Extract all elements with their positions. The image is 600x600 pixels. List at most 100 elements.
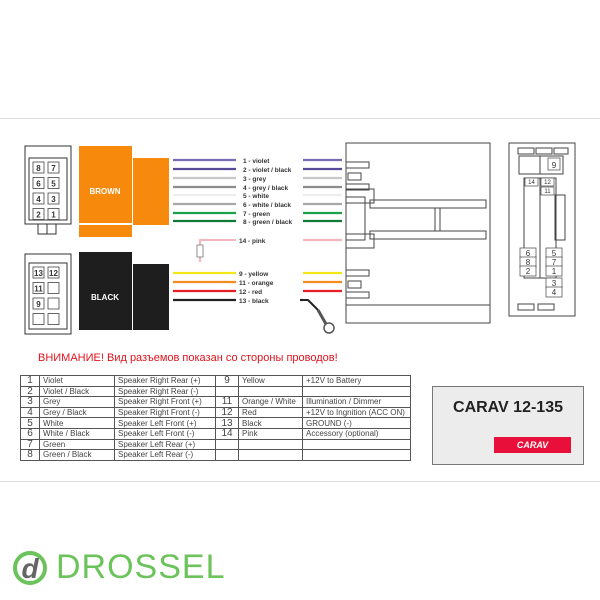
pin-number: [215, 449, 239, 461]
pin-number: 4: [36, 195, 41, 204]
pin-function: +12V to Ingnition (ACC ON): [302, 406, 411, 419]
wire-label: 2 - violet / black: [243, 167, 292, 174]
wire-label: 11 - orange: [239, 280, 274, 287]
pin-number: 4: [20, 406, 40, 419]
brand-badge: CARAV: [494, 437, 571, 453]
pin-function: GROUND (-): [302, 417, 411, 429]
pin-number: [215, 438, 239, 451]
pin-number: 13: [34, 269, 43, 278]
pin-number: 8: [36, 164, 41, 173]
face-pin-number: 4: [552, 288, 557, 297]
pin-number: 6: [36, 180, 41, 189]
pin-number: 2: [20, 385, 40, 398]
wire-color: Yellow: [238, 375, 303, 387]
wire-color: Orange / White: [238, 396, 303, 408]
pin-cell: [32, 192, 45, 205]
pin-function: Accessory (optional): [302, 427, 411, 440]
pin-function: Speaker Right Rear (+): [114, 375, 216, 387]
pin-cell: [32, 177, 45, 189]
ring-terminal-icon: [323, 322, 335, 334]
wire-label: 1 - violet: [243, 158, 270, 165]
wire-label: 12 - red: [239, 289, 262, 296]
pin-cell: [32, 161, 45, 174]
face-pin-number: 3: [552, 279, 557, 288]
face-pin-number: 12: [544, 180, 551, 186]
pin-number: 3: [51, 195, 56, 204]
pin-number: 11: [34, 285, 43, 294]
pin-function: Speaker Left Front (-): [114, 427, 216, 440]
pin-cell: [32, 266, 45, 279]
pin-number: 1: [20, 375, 40, 387]
product-box: CARAV 12-135 CARAV: [432, 386, 584, 465]
face-pin-cell: [540, 177, 555, 187]
warning-text: ВНИМАНИЕ! Вид разъемов показан со сторон…: [38, 352, 338, 364]
pin-number: 5: [51, 180, 56, 189]
wire-label: 6 - white / black: [243, 202, 291, 209]
pin-function: Speaker Right Front (+): [114, 396, 216, 408]
wire-label: 7 - green: [243, 211, 270, 218]
wire-label: 9 - yellow: [239, 271, 269, 278]
pin-function: Speaker Left Rear (-): [114, 449, 216, 461]
pin-function: [302, 449, 411, 461]
pin-number: 9: [36, 300, 41, 309]
face-pin-number: 2: [526, 267, 531, 276]
pin-cell: [32, 297, 45, 310]
face-pin-number: 1: [552, 267, 557, 276]
pin-cell: [47, 313, 60, 325]
wire-color: Violet: [39, 375, 115, 387]
face-pin-number: 11: [544, 189, 551, 195]
wire-color: Grey: [39, 396, 115, 408]
face-pin-number: 14: [528, 180, 535, 186]
pin-function: [302, 385, 411, 398]
face-pin-cell: [524, 177, 539, 187]
brown-connector-outline: [24, 145, 72, 235]
ring-terminal-icon: [316, 309, 328, 325]
wire-color: [238, 438, 303, 451]
pin-number: 11: [215, 396, 239, 408]
pin-function: Illumination / Dimmer: [302, 396, 411, 408]
brown-plug-body: [79, 225, 132, 237]
black-plug-body: [133, 264, 169, 330]
head-unit-connector: [345, 142, 491, 324]
face-pin-cell: [547, 157, 561, 171]
wire-color: Red: [238, 406, 303, 419]
svg-text:d: d: [21, 553, 39, 584]
pin-cell: [47, 161, 60, 174]
pin-number: 12: [215, 406, 239, 419]
pin-number: 9: [215, 375, 239, 387]
iso-connector-face: [508, 142, 576, 317]
pin-number: 7: [51, 164, 56, 173]
pin-cell: [32, 282, 45, 294]
pin-cell: [32, 208, 45, 220]
wire-color: [238, 449, 303, 461]
pin-function: Speaker Right Rear (-): [114, 385, 216, 398]
pin-number: 2: [36, 211, 41, 220]
face-pin-cell: [519, 265, 537, 277]
wire-color: Violet / Black: [39, 385, 115, 398]
pin-number: 14: [215, 427, 239, 440]
wire-label: 3 - grey: [243, 176, 267, 183]
black-plug-body: [79, 252, 132, 330]
brown-label: BROWN: [89, 187, 120, 196]
ground-wire: [300, 299, 319, 311]
drossel-logo-icon: d: [13, 550, 47, 585]
pin-function: [302, 438, 411, 451]
face-pin-number: 7: [552, 258, 557, 267]
black-connector-outline: [24, 253, 72, 335]
black-label: BLACK: [91, 293, 119, 302]
pin-function: Speaker Right Front (-): [114, 406, 216, 419]
brown-plug-body: [79, 146, 132, 223]
pin-function: Speaker Left Rear (+): [114, 438, 216, 451]
pin-number: 3: [20, 396, 40, 408]
wire-color: Grey / Black: [39, 406, 115, 419]
